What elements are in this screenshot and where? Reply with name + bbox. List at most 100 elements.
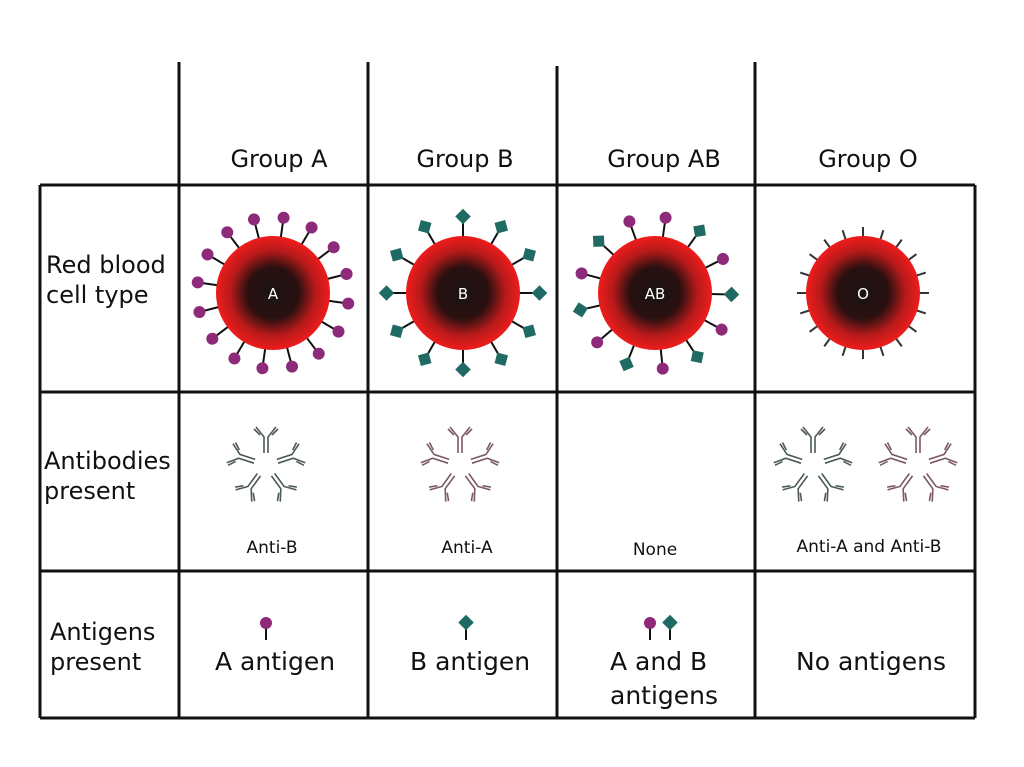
antigen-stalk <box>215 325 230 337</box>
antigens-label-ab: A and B antigens <box>610 645 718 713</box>
antigen-stalk <box>401 319 416 330</box>
antigen-a-icon <box>327 297 355 310</box>
antigen-a-head <box>305 221 318 234</box>
antigen-stalk <box>602 244 616 257</box>
table-grid <box>38 62 977 720</box>
antibodies-label-b: Anti-A <box>441 538 493 558</box>
antigen-a-head <box>656 362 669 375</box>
antigen-b-head <box>494 220 508 234</box>
antigen-a-icon <box>228 339 246 365</box>
antigen-a-icon <box>193 305 221 319</box>
row-label-line: present <box>50 648 142 676</box>
antigen-b-icon <box>418 340 437 366</box>
antibody-icon <box>276 442 306 467</box>
antigen-stalk <box>630 225 638 242</box>
antibody-icon <box>470 442 500 467</box>
antigen-a-head <box>277 211 290 224</box>
antibody-arms <box>253 426 279 453</box>
antibody-icon <box>878 442 908 467</box>
antigen-a-icon <box>656 347 669 375</box>
antibody-icon <box>447 426 473 453</box>
antibody-arms <box>429 473 456 502</box>
antibody-arms <box>773 442 803 467</box>
antigen-a-head <box>342 297 355 310</box>
antigen-a-icon <box>319 320 345 338</box>
antigens-label-line: A and B <box>610 647 708 676</box>
antigen-stalk <box>426 340 437 355</box>
antigen-b-head <box>723 286 740 303</box>
antigen-a-head <box>659 211 672 224</box>
antigen-a-head <box>644 617 656 629</box>
antigen-a-head <box>221 226 234 239</box>
antigen-stalk <box>600 327 614 340</box>
antigen-a-head <box>256 362 269 375</box>
antibody-icon <box>800 426 826 453</box>
antibody-icon <box>817 473 844 502</box>
antigen-a-head <box>623 215 636 228</box>
antigen-a-icon <box>644 617 656 640</box>
row-label-line: present <box>44 477 136 505</box>
antigen-stalk <box>401 256 416 267</box>
antibody-icon <box>420 442 450 467</box>
red-blood-cell-o: O <box>797 227 929 359</box>
antigen-stalk <box>279 222 284 239</box>
antibody-icon <box>429 473 456 502</box>
antigen-stalk <box>327 299 344 304</box>
antibody-icon <box>782 473 809 502</box>
antigen-b-head <box>592 235 605 247</box>
antigen-a-icon <box>702 318 728 336</box>
antigen-a-icon <box>260 617 272 640</box>
antigen-stalk <box>489 340 500 355</box>
row-label-line: Antigens <box>50 618 156 646</box>
antigen-stalk <box>285 345 292 362</box>
cell-body <box>598 236 712 350</box>
antigen-a-icon <box>285 345 299 373</box>
antigen-b-icon <box>619 343 636 372</box>
antigen-b-icon <box>510 248 536 267</box>
anti-a-antibody-cluster <box>878 426 958 502</box>
anti-b-antibody-cluster <box>773 426 853 502</box>
antigen-a-icon <box>659 211 672 239</box>
row-label-antibodies: Antibodies present <box>44 446 171 506</box>
antigen-a-icon <box>277 211 290 239</box>
antibody-arms <box>276 442 306 467</box>
antigen-stalk <box>686 234 698 249</box>
antigen-b-icon <box>458 614 474 640</box>
antigen-a-head <box>247 213 260 226</box>
antigen-stalk <box>229 235 241 250</box>
antigen-b-head <box>418 352 432 366</box>
antigen-stalk <box>305 336 317 351</box>
antigen-b-icon <box>510 319 536 338</box>
antigen-a-icon <box>247 213 261 241</box>
cell-body <box>806 236 920 350</box>
antigen-a-icon <box>623 215 638 242</box>
antigen-stalk <box>489 231 500 246</box>
antigen-a-head <box>206 332 219 345</box>
antibody-icon <box>928 442 958 467</box>
antibody-arms <box>878 442 908 467</box>
antibody-arms <box>235 473 262 502</box>
antigen-a-head <box>286 360 299 373</box>
antigen-stalk <box>426 231 437 246</box>
antigen-stalk <box>211 256 227 266</box>
antibodies-label-o: Anti-A and Anti-B <box>796 537 942 557</box>
antigen-b-icon <box>378 285 408 301</box>
antigen-a-head <box>312 347 325 360</box>
antibody-icon <box>270 473 297 502</box>
antibody-arms <box>922 473 949 502</box>
antigen-stalk <box>236 339 246 355</box>
antibody-arms <box>470 442 500 467</box>
antigen-stalk <box>659 347 664 364</box>
antigen-a-head <box>716 252 729 265</box>
antigen-a-icon <box>703 252 729 270</box>
antigen-b-head <box>693 224 706 238</box>
antibody-icon <box>226 442 256 467</box>
red-blood-cell-ab: AB <box>572 211 740 375</box>
cell-label: AB <box>645 285 666 303</box>
antibody-arms <box>800 426 826 453</box>
antigen-stalk <box>510 319 525 330</box>
antigen-a-icon <box>316 241 340 261</box>
antigen-stalk <box>702 318 718 329</box>
anti-b-antibody-cluster <box>226 426 306 502</box>
antigens-label-line: antigens <box>610 681 719 710</box>
